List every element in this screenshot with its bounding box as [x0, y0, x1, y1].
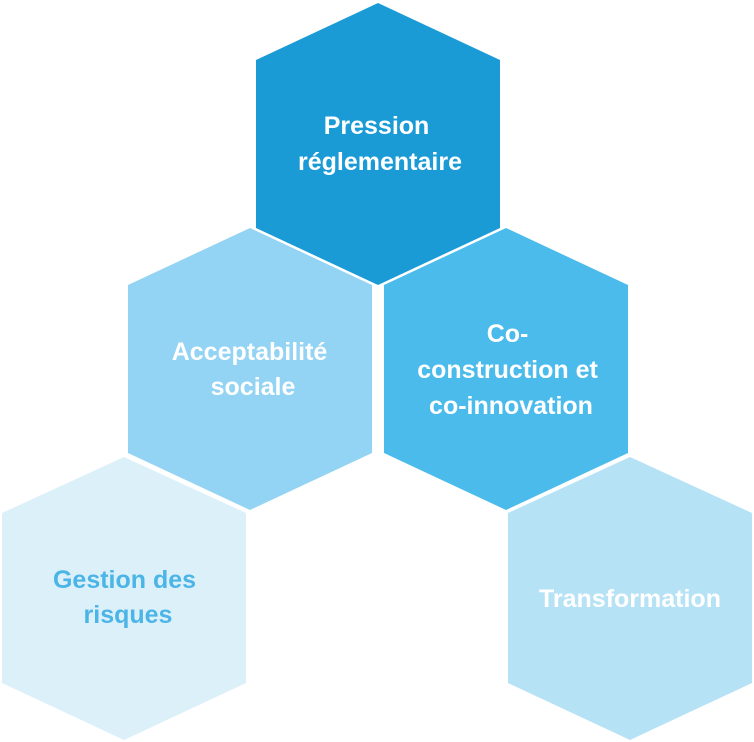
hexagon-label-pression: Pression réglementaire — [298, 112, 462, 176]
hexagon-shape-coconstruction — [384, 228, 628, 510]
hexagon-pression: Pression réglementaire — [256, 3, 500, 285]
hexagon-label-line: sociale — [211, 373, 296, 401]
hexagon-label-acceptabilite: Acceptabilité sociale — [172, 338, 335, 401]
hexagon-acceptabilite: Acceptabilité sociale — [128, 228, 372, 510]
hexagon-label-line: réglementaire — [298, 148, 462, 176]
hexagon-label-line: Co- — [487, 320, 529, 348]
hexagon-shape-gestion — [2, 457, 246, 740]
hexagon-coconstruction: Co- construction et co-innovation — [384, 228, 628, 510]
hexagon-label-line: Transformation — [539, 585, 721, 613]
hexagon-transformation: Transformation — [508, 457, 752, 740]
hexagon-shape-acceptabilite — [128, 228, 372, 510]
hexagon-label-coconstruction: Co- construction et co-innovation — [417, 320, 605, 420]
hexagon-label-line: construction et — [417, 356, 598, 384]
hexagon-label-line: co-innovation — [429, 392, 593, 420]
hexagon-label-line: Acceptabilité — [172, 338, 328, 366]
hexagon-label-transformation: Transformation — [539, 585, 721, 613]
hexagon-label-line: risques — [84, 601, 173, 629]
hexagon-shape-pression — [256, 3, 500, 285]
hexagon-shape-transformation — [508, 457, 752, 740]
hexagon-label-line: Gestion des — [53, 566, 196, 594]
hexagon-label-line: Pression — [324, 112, 430, 140]
hexagon-label-gestion: Gestion des risques — [53, 566, 203, 629]
hexagon-gestion: Gestion des risques — [2, 457, 246, 740]
